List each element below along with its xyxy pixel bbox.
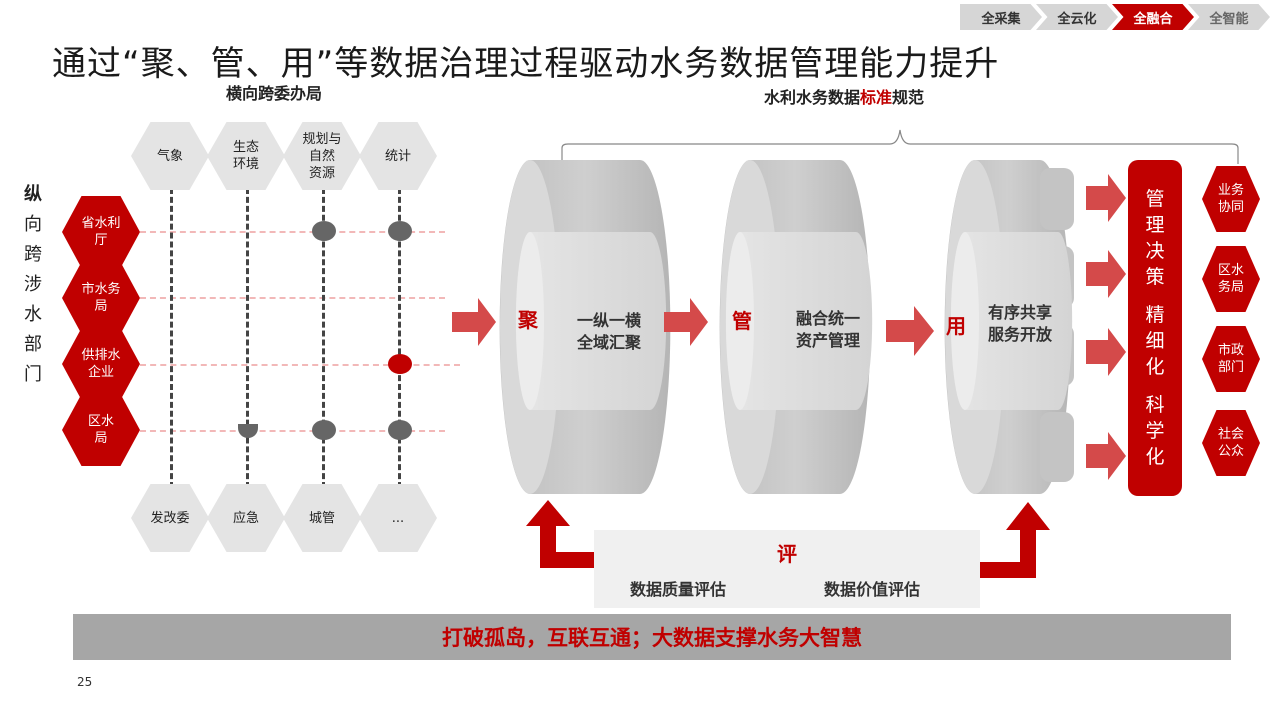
intersection-dot <box>388 354 412 374</box>
grid-row-line <box>140 231 445 233</box>
flow-arrow-gather-manage <box>664 298 708 346</box>
cylinder-use-label: 有序共享 服务开放 <box>974 302 1066 346</box>
management-char: 科 <box>1145 394 1165 416</box>
intersection-dot <box>238 424 258 438</box>
standard-label-highlight: 标准 <box>860 88 893 107</box>
management-char: 理 <box>1145 214 1165 236</box>
feedback-arrow-right <box>980 502 1050 578</box>
management-char: 精 <box>1145 304 1165 326</box>
nav-step-collect[interactable]: 全采集 <box>960 4 1042 30</box>
output-arrow <box>1086 328 1126 376</box>
cylinder-gather-label: 一纵一横 全域汇聚 <box>564 310 654 354</box>
grid-row-line <box>140 430 445 432</box>
management-char: 策 <box>1145 266 1165 288</box>
management-group-refined: 精 细 化 <box>1145 302 1164 380</box>
hex-planning-text: 规划与 自然 资源 <box>302 131 342 181</box>
hex-district-water: 区水 局 <box>62 394 140 466</box>
grid-col-line <box>322 188 325 488</box>
cylinder-manage-label: 融合统一 资产管理 <box>782 308 874 352</box>
management-bar: 管 理 决 策 精 细 化 科 学 化 <box>1128 160 1182 496</box>
management-group-decision: 管 理 决 策 <box>1145 186 1164 290</box>
vertical-char: 涉 <box>24 274 42 295</box>
hex-municipal-text: 市政 部门 <box>1217 343 1244 375</box>
nav-step-cloud[interactable]: 全云化 <box>1036 4 1118 30</box>
hex-district-bureau-text: 区水 务局 <box>1217 263 1244 295</box>
hex-provincial-water-text: 省水利 厅 <box>81 216 121 248</box>
management-char: 细 <box>1145 330 1165 352</box>
hex-district-water-text: 区水 局 <box>87 414 114 446</box>
output-arrow <box>1086 174 1126 222</box>
standard-label: 水利水务数据标准规范 <box>764 84 924 108</box>
flow-arrow-in <box>452 298 496 346</box>
management-char: 决 <box>1145 240 1165 262</box>
evaluation-title: 评 <box>777 542 797 566</box>
hex-water-enterprise-text: 供排水 企业 <box>81 348 121 380</box>
cylinder-gather-key: 聚 <box>518 308 538 332</box>
intersection-dot <box>388 221 412 241</box>
hex-public-text: 社会 公众 <box>1217 427 1244 459</box>
cylinder-manage-key: 管 <box>732 309 752 333</box>
cylinder-use <box>944 160 1074 494</box>
management-group-scientific: 科 学 化 <box>1145 392 1164 470</box>
vertical-char: 纵 <box>24 184 42 205</box>
management-char: 学 <box>1145 420 1165 442</box>
hex-provincial-water: 省水利 厅 <box>62 196 140 268</box>
intersection-dot <box>312 221 336 241</box>
output-arrow <box>1086 432 1126 480</box>
grid-col-line <box>246 188 249 488</box>
grid-col-line <box>170 188 173 488</box>
cylinder-manage <box>719 160 873 494</box>
hex-ecology-text: 生态 环境 <box>232 140 259 172</box>
horizontal-label: 横向跨委办局 <box>226 84 323 103</box>
management-char: 化 <box>1145 446 1165 468</box>
page-title: 通过“聚、管、用”等数据治理过程驱动水务数据管理能力提升 <box>52 44 1000 84</box>
vertical-char: 门 <box>24 364 42 385</box>
management-char: 化 <box>1145 356 1165 378</box>
standard-label-post: 规范 <box>892 88 925 107</box>
hex-city-water-text: 市水务 局 <box>81 282 121 314</box>
intersection-dot <box>312 420 336 440</box>
bottom-banner: 打破孤岛，互联互通；大数据支撑水务大智慧 <box>73 614 1231 660</box>
vertical-char: 水 <box>24 304 42 325</box>
vertical-char: 跨 <box>24 244 42 265</box>
evaluation-box: 评 数据质量评估 数据价值评估 <box>594 530 980 608</box>
cylinder-manage-text: 融合统一 资产管理 <box>795 309 860 350</box>
hex-business-collab-text: 业务 协同 <box>1217 183 1244 215</box>
intersection-dot <box>388 420 412 440</box>
progress-nav: 全采集 全云化 全融合 全智能 <box>960 4 1270 30</box>
hex-water-enterprise: 供排水 企业 <box>62 328 140 400</box>
vertical-char: 部 <box>24 334 42 355</box>
evaluation-value: 数据价值评估 <box>824 580 921 599</box>
cylinder-gather <box>499 160 671 494</box>
nav-step-intelligence[interactable]: 全智能 <box>1188 4 1270 30</box>
hex-city-water: 市水务 局 <box>62 262 140 334</box>
nav-step-fusion[interactable]: 全融合 <box>1112 4 1194 30</box>
standard-bracket <box>561 129 1239 164</box>
cylinder-gather-text: 一纵一横 全域汇聚 <box>576 311 641 352</box>
grid-row-line <box>140 364 460 366</box>
cylinder-use-text: 有序共享 服务开放 <box>987 303 1052 344</box>
cylinder-use-key: 用 <box>946 314 966 338</box>
vertical-char: 向 <box>24 214 42 235</box>
page-number: 25 <box>77 675 93 689</box>
grid-row-line <box>140 297 445 299</box>
management-char: 管 <box>1145 188 1165 210</box>
standard-label-pre: 水利水务数据 <box>764 88 861 107</box>
output-arrow <box>1086 250 1126 298</box>
feedback-arrow-left <box>526 500 594 568</box>
vertical-label: 纵 向 跨 涉 水 部 门 <box>20 180 46 390</box>
evaluation-quality: 数据质量评估 <box>630 580 727 599</box>
grid-col-line <box>398 188 401 488</box>
flow-arrow-manage-use <box>886 306 934 356</box>
